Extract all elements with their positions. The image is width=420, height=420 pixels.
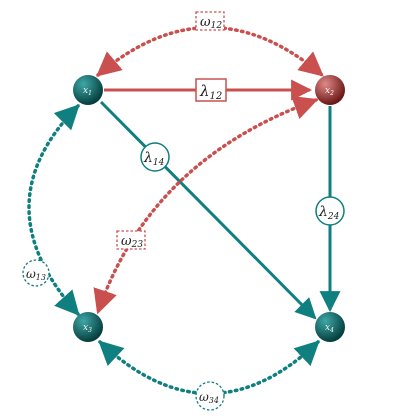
node-x1: x1 <box>73 75 103 105</box>
label-lambda24: λ24 <box>315 196 345 226</box>
edge-omega34 <box>98 340 320 396</box>
edge-labels: λ12 λ14 λ24 ω12 ω23 <box>22 11 345 411</box>
edge-omega13 <box>27 104 80 316</box>
edge-omega23 <box>93 95 319 315</box>
svg-text:ω13: ω13 <box>26 267 46 282</box>
node-x3: x3 <box>73 312 103 342</box>
svg-text:ω12: ω12 <box>200 15 222 31</box>
edge-lambda14 <box>99 100 317 320</box>
node-x2: x2 <box>315 75 345 105</box>
nodes: x1 x2 x3 x4 <box>73 75 345 342</box>
label-omega23: ω23 <box>116 230 146 250</box>
svg-text:x4: x4 <box>325 323 334 334</box>
svg-text:x2: x2 <box>325 86 334 97</box>
label-omega34: ω34 <box>195 381 225 411</box>
label-omega13: ω13 <box>22 259 50 287</box>
svg-text:ω23: ω23 <box>121 234 143 250</box>
svg-text:λ24: λ24 <box>318 204 340 222</box>
label-omega12: ω12 <box>195 11 225 31</box>
svg-text:ω34: ω34 <box>199 390 219 405</box>
svg-text:λ12: λ12 <box>199 82 222 102</box>
edge-omega12 <box>96 25 324 77</box>
svg-text:x3: x3 <box>83 323 92 334</box>
svg-text:λ14: λ14 <box>143 150 165 168</box>
edges <box>27 25 341 396</box>
label-lambda12: λ12 <box>195 78 227 102</box>
node-x4: x4 <box>315 312 345 342</box>
svg-text:x1: x1 <box>83 86 92 97</box>
label-lambda14: λ14 <box>140 142 170 172</box>
